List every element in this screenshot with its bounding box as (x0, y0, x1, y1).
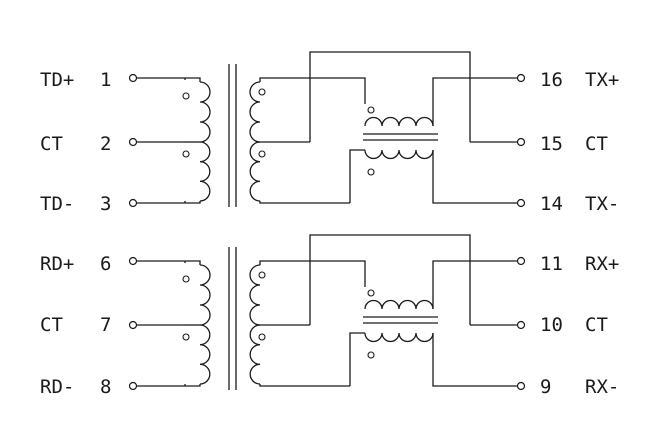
pin-label-right-11: RX+ (585, 253, 619, 275)
pin-label-left-6: RD+ (40, 253, 74, 275)
choke-lower-coil (364, 332, 434, 343)
primary-dot-upper (182, 92, 190, 100)
left-terminal-2 (128, 320, 138, 330)
secondary-bottom-lead (259, 201, 350, 204)
choke-lower-right-wire (432, 150, 517, 204)
choke-upper-coil (364, 116, 434, 127)
pin-number-left-1: 1 (100, 69, 111, 91)
choke-lower-coil (364, 149, 434, 160)
pin-number-right-10: 10 (540, 314, 563, 336)
secondary-coil-upper (249, 81, 261, 143)
right-terminal-2 (516, 137, 526, 147)
pin-label-left-1: TD+ (40, 69, 74, 91)
pin-number-left-7: 7 (100, 314, 111, 336)
channel-tx: TD+ 1 CT 2 TD- 3 16 TX+ 15 CT 14 TX- (40, 51, 619, 215)
secondary-top-lead (259, 260, 310, 265)
primary-coil-lower (199, 141, 211, 202)
choke-lower-left-wire (349, 149, 365, 203)
pin-label-left-8: RD- (40, 376, 74, 398)
pin-label-right-9: RX- (585, 376, 619, 398)
left-terminal-1 (128, 73, 138, 83)
choke-dot-lower (367, 351, 375, 359)
pin-number-right-11: 11 (540, 253, 563, 275)
choke-upper-coil (364, 299, 434, 310)
choke-dot-upper (367, 289, 375, 297)
primary-dot-lower (182, 150, 190, 158)
secondary-dot-upper (258, 88, 266, 96)
right-terminal-1 (516, 256, 526, 266)
pin-label-right-15: CT (585, 133, 608, 155)
choke-lower-right-wire (432, 333, 517, 387)
primary-coil-lower (199, 324, 211, 385)
pin-label-left-3: TD- (40, 193, 74, 215)
pin-label-right-16: TX+ (585, 69, 619, 91)
pin-label-right-10: CT (585, 314, 608, 336)
left-terminal-1 (128, 256, 138, 266)
primary-top-join (185, 77, 201, 82)
choke-upper-right-wire (432, 77, 517, 126)
pin-label-right-14: TX- (585, 193, 619, 215)
secondary-top-lead (259, 77, 310, 82)
right-terminal-3 (516, 198, 526, 208)
secondary-dot-upper (258, 271, 266, 279)
choke-upper-right-wire (432, 260, 517, 309)
primary-top-join (185, 260, 201, 265)
secondary-bottom-lead (259, 384, 350, 387)
pin-number-right-15: 15 (540, 133, 563, 155)
primary-coil-upper (199, 81, 211, 143)
primary-coil-upper (199, 264, 211, 326)
secondary-coil-upper (249, 264, 261, 326)
pin-number-right-14: 14 (540, 193, 563, 215)
choke-lower-left-wire (349, 332, 365, 386)
primary-dot-upper (182, 275, 190, 283)
choke-upper-left-wire (310, 260, 366, 287)
channel-rx: RD+ 6 CT 7 RD- 8 11 RX+ 10 CT 9 RX- (40, 234, 619, 398)
left-terminal-3 (128, 381, 138, 391)
right-terminal-1 (516, 73, 526, 83)
pin-number-right-9: 9 (540, 376, 551, 398)
left-terminal-2 (128, 137, 138, 147)
left-terminal-3 (128, 198, 138, 208)
secondary-dot-lower (258, 333, 266, 341)
pin-number-left-8: 8 (100, 376, 111, 398)
pin-number-left-2: 2 (100, 133, 111, 155)
secondary-dot-lower (258, 150, 266, 158)
primary-bottom-join (185, 384, 201, 387)
right-terminal-2 (516, 320, 526, 330)
outer-loop-wire (309, 51, 471, 142)
choke-dot-lower (367, 168, 375, 176)
right-terminal-3 (516, 381, 526, 391)
primary-dot-lower (182, 333, 190, 341)
pin-label-left-7: CT (40, 314, 63, 336)
secondary-coil-lower (249, 141, 261, 202)
choke-dot-upper (367, 106, 375, 114)
primary-bottom-join (185, 201, 201, 204)
pin-number-right-16: 16 (540, 69, 563, 91)
pin-label-left-2: CT (40, 133, 63, 155)
choke-upper-left-wire (310, 77, 366, 104)
secondary-coil-lower (249, 324, 261, 385)
outer-loop-wire (309, 234, 471, 325)
pin-number-left-3: 3 (100, 193, 111, 215)
pin-number-left-6: 6 (100, 253, 111, 275)
